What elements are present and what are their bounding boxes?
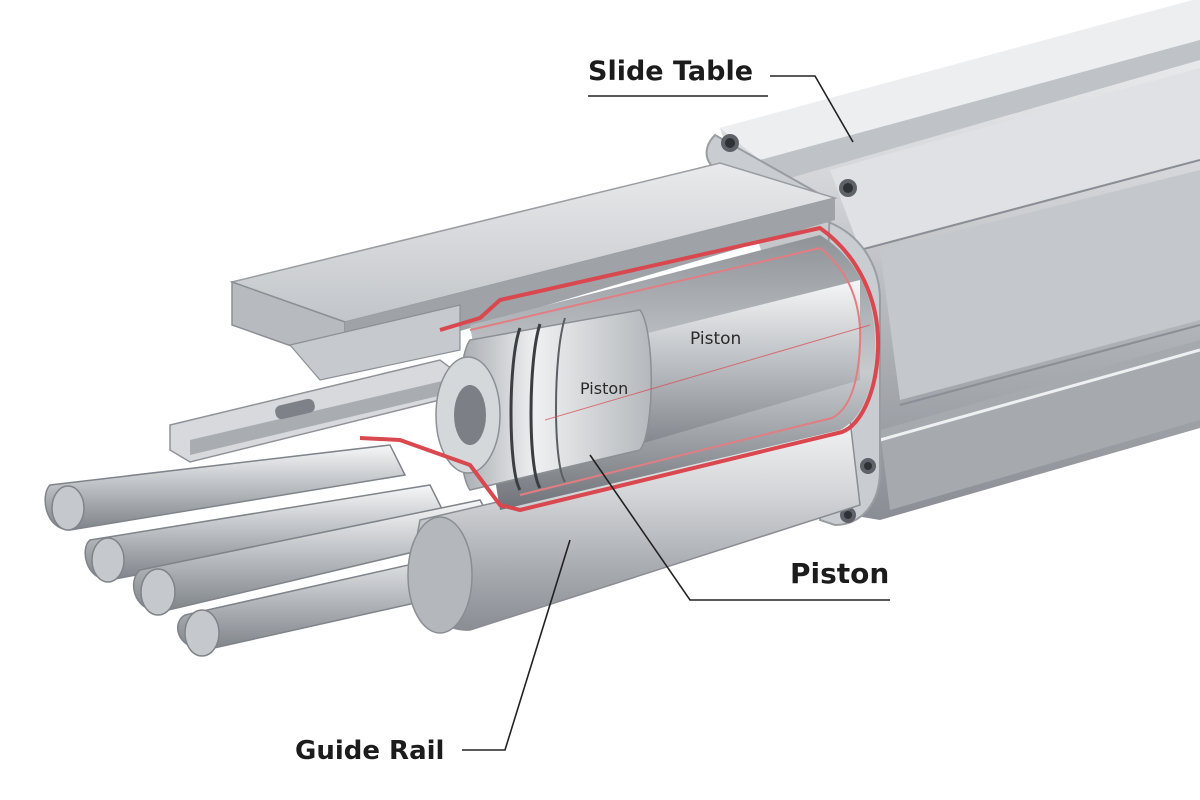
cutaway-section [359, 226, 881, 512]
piston-inner-label-body: Piston [580, 379, 629, 398]
slide-table-label: Slide Table [588, 56, 754, 87]
leader-lines [462, 75, 890, 751]
piston-body [435, 309, 652, 491]
piston-inner-label-rod: Piston [690, 329, 742, 349]
piston-label: Piston [790, 557, 890, 590]
guide-rail-label: Guide Rail [295, 736, 445, 766]
